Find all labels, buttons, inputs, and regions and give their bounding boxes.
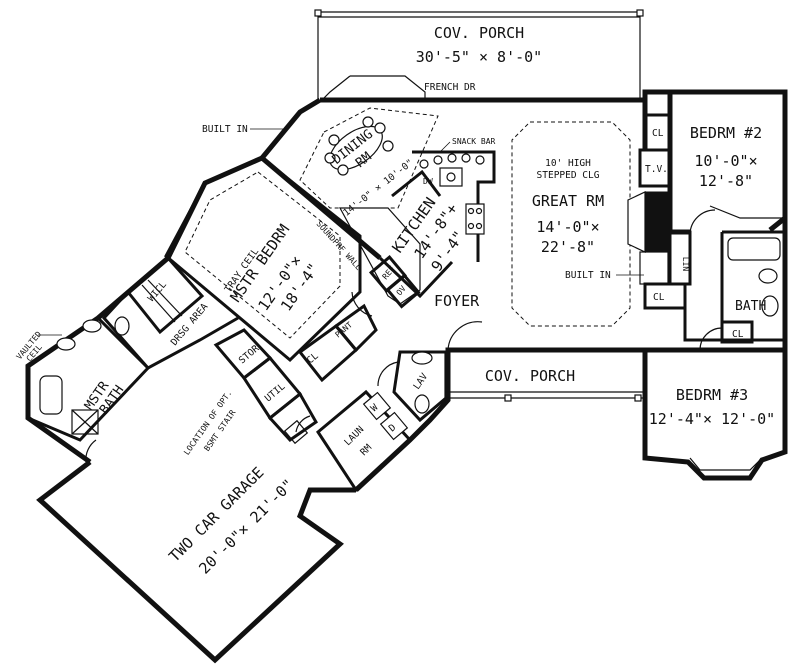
snack-bar-label: SNACK BAR	[452, 137, 496, 146]
closet-label-3: CL	[732, 329, 744, 340]
bedroom3-label: BEDRM #3	[676, 386, 748, 404]
great-room-dims-2: 22'-8"	[541, 238, 595, 256]
laundry-label-2: RM	[358, 442, 374, 458]
french-door-label: FRENCH DR	[424, 82, 476, 93]
walk-in-closet-label: WICL	[146, 279, 169, 304]
closet-label-4: CL	[305, 350, 321, 366]
bedroom2-dims-2: 12'-8"	[699, 172, 753, 190]
dishwasher-label: DW	[423, 177, 433, 186]
bedroom3-dims: 12'-4"× 12'-0"	[649, 410, 775, 428]
tv-label: T.V.	[645, 164, 668, 175]
utility-label: UTIL	[263, 381, 288, 404]
dryer-label: D	[387, 422, 399, 434]
rear-porch-label: COV. PORCH	[434, 24, 524, 42]
built-in-label-left: BUILT IN	[202, 124, 248, 135]
bedroom2-label: BEDRM #2	[690, 124, 762, 142]
foyer-label: FOYER	[434, 292, 480, 310]
great-room-dims-1: 14'-0"×	[536, 218, 599, 236]
bedroom2-dims-1: 10'-0"×	[694, 152, 757, 170]
great-room	[444, 121, 672, 402]
refrigerator-label: REF	[381, 264, 397, 281]
built-in-label-right: BUILT IN	[565, 270, 611, 281]
lavatory-label: LAV	[411, 371, 430, 392]
service-core	[213, 303, 448, 493]
great-room-label: GREAT RM	[532, 192, 604, 210]
kitchen-dining	[299, 107, 496, 309]
great-room-note-1: 10' HIGH	[545, 158, 591, 169]
front-porch-label: COV. PORCH	[485, 367, 575, 385]
rear-porch-dims: 30'-5" × 8'-0"	[416, 48, 542, 66]
closet-label-2: CL	[653, 292, 665, 303]
linen-closet-label: LIN	[681, 257, 690, 272]
great-room-note-2: STEPPED CLG	[537, 170, 600, 181]
soundproof-wall-label: SOUNDPRF WALL	[315, 219, 364, 272]
washer-label: W	[369, 402, 381, 414]
closet-label-1: CL	[652, 128, 664, 139]
door-swings	[85, 291, 399, 463]
master-wing	[26, 156, 382, 442]
rear-porch	[314, 9, 644, 100]
bath-label: BATH	[735, 299, 766, 314]
bedroom-wing	[642, 92, 785, 471]
oven-label: OV	[395, 284, 408, 297]
